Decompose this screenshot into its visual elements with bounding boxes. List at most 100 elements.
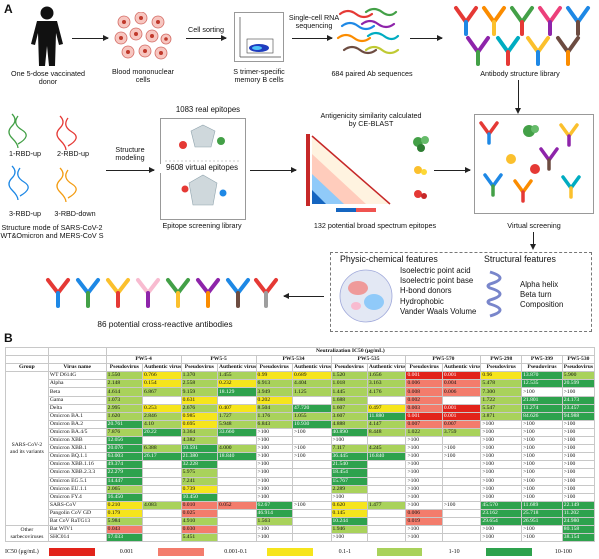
ic50-cell: 80.158 — [561, 525, 596, 535]
virtual-epitopes-label: 9608 virtual epitopes — [160, 163, 244, 173]
virus-name-cell: Omicron XBB.2.3.3 — [47, 468, 107, 478]
virus-name-cell: Omicron EU.1.1 — [47, 484, 107, 494]
legend-item: 0.001-0.1 — [158, 547, 267, 557]
ic50-cell: 0.689 — [291, 371, 332, 381]
pbmc-label: Blood mononuclear cells — [112, 67, 174, 85]
ic50-cell: 20.599 — [561, 379, 596, 389]
legend-item: 0.1-1 — [267, 547, 376, 557]
ic50-cell: 17.033 — [105, 533, 144, 543]
arrow-9-head — [530, 244, 536, 250]
ic50-cell: 12.535 — [521, 379, 563, 389]
ic50-cell: 5.975 — [180, 468, 219, 478]
ic50-cell — [366, 476, 407, 486]
ic50-cell: 0.985 — [180, 411, 219, 421]
ic50-cell: >100 — [480, 419, 523, 429]
virus-name-cell: WT D614G — [47, 371, 107, 381]
ic50-cell — [441, 533, 482, 543]
ic50-cell: 1.018 — [330, 379, 368, 389]
antigenicity-label: Antigenicity similarity calculated by CE… — [320, 111, 422, 129]
ic50-cell: >100 — [480, 492, 523, 502]
ic50-cell: >100 — [255, 444, 293, 454]
ic50-cell: 20.076 — [105, 444, 144, 454]
ic50-cell: 6.843 — [255, 419, 293, 429]
ic50-cell: 1.455 — [217, 371, 257, 381]
ic50-cell: >100 — [255, 436, 293, 446]
ic50-cell — [441, 492, 482, 502]
ic50-cell: 49.374 — [105, 460, 144, 470]
ic50-cell: 10.591 — [180, 444, 219, 454]
ic50-cell: 4.910 — [180, 516, 219, 527]
ic50-cell: 5.451 — [180, 533, 219, 543]
ic50-cell: >100 — [561, 452, 596, 462]
ic50-cell — [142, 508, 182, 518]
ic50-cell: 5.984 — [105, 516, 144, 527]
ic50-cell — [142, 492, 182, 502]
ic50-cell: 3.871 — [480, 411, 523, 421]
ic50-cell: 2.148 — [105, 379, 144, 389]
ic50-cell: 0.232 — [217, 379, 257, 389]
ic50-cell: 0.179 — [105, 508, 144, 518]
table-title: Neutralization IC50 (μg/mL) — [105, 346, 596, 357]
ic50-cell: >100 — [480, 533, 523, 543]
pseudovirus-subheader: Pseudovirus — [521, 363, 563, 373]
ic50-cell: >100 — [405, 468, 443, 478]
ic50-cell: 3.759 — [441, 427, 482, 438]
scrna-label: Single-cell RNA sequencing — [288, 13, 340, 31]
arrow-10 — [283, 293, 324, 299]
structural-item-1: Alpha helix — [520, 280, 559, 289]
ic50-cell — [142, 516, 182, 527]
ic50-cell: >100 — [561, 484, 596, 494]
rbd-label-3: 3-RBD-up — [9, 209, 41, 218]
ic50-cell: 0.001 — [441, 411, 482, 421]
ic50-cell: >100 — [561, 444, 596, 454]
virus-name-cell: Pangolin CoV GD — [47, 508, 107, 518]
ic50-cell: 2.289 — [330, 484, 368, 494]
ic50-cell: >100 — [405, 460, 443, 470]
legend-label: 0.1-1 — [338, 549, 352, 555]
ic50-cell: 4.614 — [105, 387, 144, 397]
ic50-cell: >100 — [521, 484, 563, 494]
ic50-cell: 10.450 — [180, 492, 219, 502]
ic50-cell: 22.149 — [561, 500, 596, 510]
virus-name-cell: SHC014 — [47, 533, 107, 543]
ic50-cell: >100 — [480, 460, 523, 470]
physchem-item-3: H-bond donors — [400, 286, 452, 296]
ic50-cell: 1.620 — [105, 411, 144, 421]
ic50-cell: >100 — [255, 484, 293, 494]
ic50-cell: 22.279 — [105, 468, 144, 478]
ic50-cell: >100 — [480, 525, 523, 535]
legend-item: 1-10 — [376, 547, 486, 557]
ic50-cell: 4.888 — [330, 419, 368, 429]
arrow-9-line — [533, 232, 534, 246]
ic50-cell — [366, 525, 407, 535]
ic50-cell: 18.454 — [330, 468, 368, 478]
ic50-cell: 11.274 — [521, 403, 563, 413]
epitope-library-label: Epitope screening library — [162, 221, 242, 230]
ic50-cell — [441, 476, 482, 486]
ic50-cell: 1.550 — [105, 371, 144, 381]
ic50-cell: 24.980 — [561, 516, 596, 527]
ic50-cell: >100 — [561, 476, 596, 486]
ic50-cell: 0.002 — [405, 395, 443, 405]
ic50-cell — [441, 525, 482, 535]
ic50-cell: 2.558 — [180, 379, 219, 389]
memory-b-label: S trimer-specific memory B cells — [233, 67, 285, 85]
ic50-cell: >100 — [561, 436, 596, 446]
ic50-cell — [142, 484, 182, 494]
antibody-header: PW5-399 — [521, 355, 563, 365]
arrow-3 — [292, 35, 333, 41]
rbd-structures — [4, 110, 98, 220]
legend-item: 0.001 — [49, 547, 158, 557]
ic50-cell — [366, 492, 407, 502]
ic50-cell: >100 — [521, 468, 563, 478]
